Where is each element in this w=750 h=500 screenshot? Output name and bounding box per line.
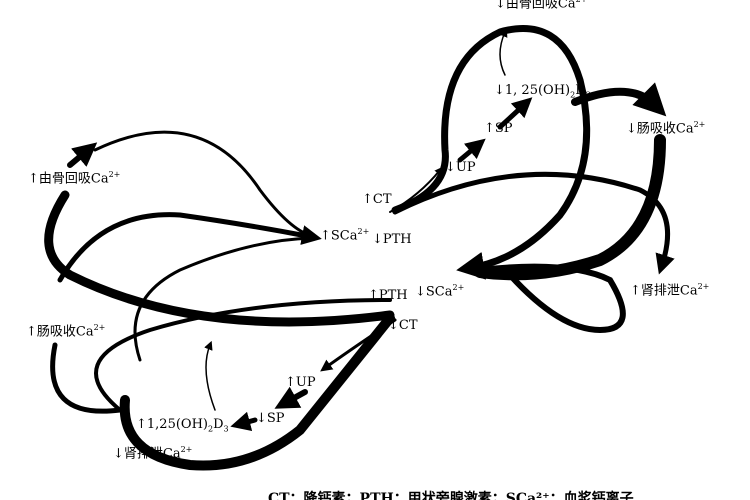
label-text: ↓肾排泄Ca [113,446,181,462]
label-text: ↓肠吸收Ca [626,121,694,137]
arrow-up-to-sp-bottom [274,386,308,409]
label-center-pth-down: ↓PTH [372,232,412,247]
label-top-up: ↓UP [445,160,476,175]
arrow-to-right-kidney [392,171,675,275]
label-top-sp: ↑SP [484,121,513,136]
superscript: 2+ [576,0,588,4]
arrow-left-kidney-to-sca [133,236,314,362]
arrow-loop-top [391,25,591,280]
label-left-intestine: ↑肠吸收Ca2+ [26,323,106,340]
arrow-bone-to-sca [93,130,318,241]
arrow-lower-big-loop [119,313,395,471]
superscript: 2+ [452,283,465,292]
label-center-ct-down: ↓CT [388,318,418,333]
superscript: 2+ [108,170,121,179]
arrow-right-kidney-back [477,263,626,334]
arrow-sp-to-d3-bottom [230,411,258,432]
arrow-up-to-sp [457,138,486,163]
superscript: 2+ [693,120,706,129]
arrow-top-intestine-down [474,134,666,281]
arrow-to-top-intestine [571,82,667,117]
legend: CT：降钙素；PTH：甲状旁腺激素；SCa²⁺：血浆钙离子 [268,491,634,500]
label-top-intestine: ↓肠吸收Ca2+ [626,120,706,137]
label-text: ↑肾排泄Ca [630,283,698,299]
label-top-bone: ↓由骨回吸Ca2+ [495,0,587,10]
arrow-left-intestine-loop [50,342,123,414]
label-center-sca-up: ↑SCa2+ [320,227,370,244]
label-text: ↑SCa [320,228,358,244]
label-bottom-up: ↑UP [285,375,316,390]
superscript: 2+ [180,445,193,454]
arrow-d3-up [204,340,216,411]
label-top-d3: ↓1, 25(OH)2D3 [494,84,591,100]
label-right-kidney: ↑肾排泄Ca2+ [630,282,710,299]
label-text: D [575,83,586,98]
label-text: ↓1, 25(OH) [494,83,571,98]
arrow-intestine-to-sca [57,212,322,283]
arrow-sp-to-d3 [497,97,533,130]
subscript: 3 [223,424,229,434]
label-text: ↓由骨回吸Ca [495,0,576,12]
arrow-left-bone-up [44,190,395,327]
arrow-to-left-bone [67,142,98,168]
label-text: ↑1,25(OH) [136,417,208,432]
label-text: ↑肠吸收Ca [26,324,94,340]
label-center-ct-up: ↑CT [362,192,392,207]
subscript: 3 [585,90,591,100]
arrow-lower-long [94,298,392,412]
label-center-sca-down: ↓SCa2+ [415,283,465,300]
superscript: 2+ [93,323,106,332]
subscript: 2 [207,424,214,434]
arrow-pth-to-up [320,318,397,372]
arrow-d3-to-bone [499,27,508,76]
subscript: 2 [570,90,576,100]
label-text: D [213,417,224,432]
superscript: 2+ [357,227,370,236]
label-text: ↓SCa [415,284,453,300]
label-bottom-kidney: ↓肾排泄Ca2+ [113,445,193,462]
label-bottom-sp: ↓SP [256,411,285,426]
label-text: ↑由骨回吸Ca [28,171,109,187]
label-left-bone: ↑由骨回吸Ca2+ [28,170,121,187]
superscript: 2+ [697,282,710,291]
label-bottom-d3: ↑1,25(OH)2D3 [136,418,229,434]
label-center-pth-up: ↑PTH [368,288,408,303]
